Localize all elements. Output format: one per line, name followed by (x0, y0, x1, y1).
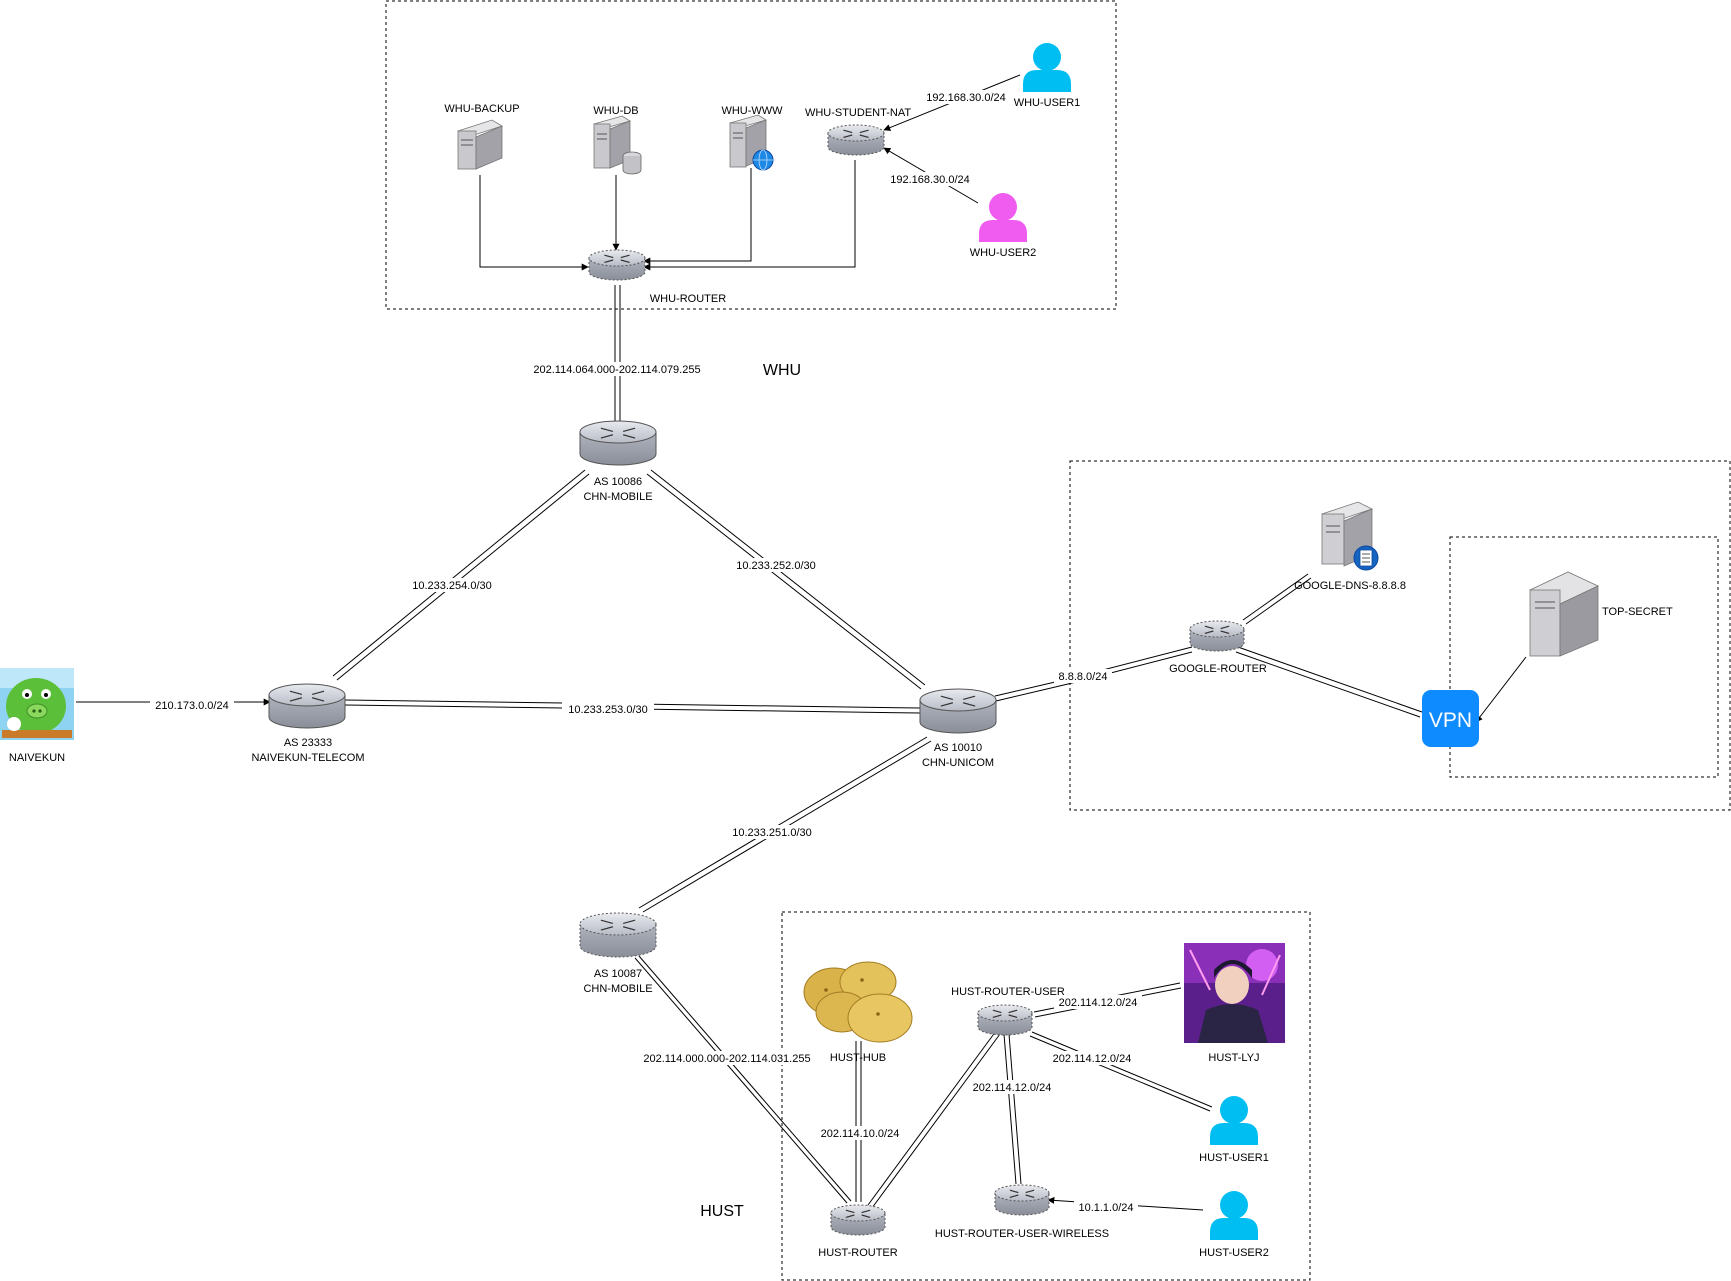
as10086-router-icon (579, 420, 657, 466)
hust-user2-icon (1210, 1191, 1258, 1240)
hust-router-user-icon (977, 1004, 1033, 1036)
hust-user1-label: HUST-USER1 (1199, 1152, 1269, 1164)
vpn-label: VPN (1429, 709, 1472, 732)
edge-user-wireless: 202.114.12.0/24 (973, 1082, 1052, 1094)
edge-user2-nat: 192.168.30.0/24 (890, 174, 970, 186)
whu-www-server-icon (729, 114, 774, 171)
whu-student-nat-router-icon (827, 124, 885, 156)
edge-mobile-telecom: 10.233.254.0/30 (412, 580, 492, 592)
hust-router-user-wireless-icon (994, 1184, 1050, 1216)
whu-www-label: WHU-WWW (721, 105, 783, 117)
as10010-router-icon (919, 688, 997, 734)
hust-lyj-label: HUST-LYJ (1208, 1052, 1259, 1064)
hust-user2-label: HUST-USER2 (1199, 1247, 1269, 1259)
as10010-label-b: CHN-UNICOM (922, 757, 994, 769)
as10087-label-a: AS 10087 (594, 968, 642, 980)
whu-router-label: WHU-ROUTER (650, 293, 726, 305)
hust-region-label: HUST (700, 1203, 744, 1220)
edge-unicom-mobile2: 10.233.251.0/30 (732, 827, 812, 839)
as23333-router-icon (268, 683, 346, 729)
naivekun-label: NAIVEKUN (9, 752, 65, 764)
edge-wireless-user2: 10.1.1.0/24 (1078, 1202, 1133, 1214)
node-labels: WHU-BACKUP WHU-DB WHU-WWW WHU-STUDENT-NA… (9, 97, 1673, 1259)
naivekun-avatar (0, 668, 74, 740)
hust-router-user-label: HUST-ROUTER-USER (951, 986, 1065, 998)
as10087-label-b: CHN-MOBILE (583, 983, 652, 995)
edge-user1-nat: 192.168.30.0/24 (926, 92, 1006, 104)
hust-hub-potato-image (802, 955, 913, 1043)
whu-user1-label: WHU-USER1 (1014, 97, 1081, 109)
arrow-links (76, 74, 1527, 1211)
whu-region-label: WHU (763, 362, 801, 379)
edge-whu-uplink: 202.114.064.000-202.114.079.255 (533, 364, 700, 376)
whu-user1-icon (1023, 43, 1071, 92)
whu-backup-label: WHU-BACKUP (444, 103, 519, 115)
edge-telecom-unicom: 10.233.253.0/30 (568, 704, 648, 716)
edge-mobile-unicom: 10.233.252.0/30 (736, 560, 816, 572)
hust-region-box (781, 911, 1311, 1281)
hust-lyj-avatar (1184, 943, 1285, 1043)
top-secret-server-icon (1529, 571, 1599, 657)
google-dns-server-icon (1320, 501, 1379, 571)
hust-router-icon (830, 1204, 886, 1236)
google-router-icon (1189, 620, 1245, 652)
whu-user2-icon (979, 193, 1027, 242)
top-secret-label: TOP-SECRET (1602, 606, 1673, 618)
whu-db-label: WHU-DB (593, 105, 638, 117)
google-router-label: GOOGLE-ROUTER (1169, 663, 1267, 675)
whu-db-server-icon (593, 115, 642, 175)
as10086-label-b: CHN-MOBILE (583, 491, 652, 503)
as23333-label-b: NAIVEKUN-TELECOM (251, 752, 364, 764)
edge-unicom-google: 8.8.8.0/24 (1059, 671, 1108, 683)
whu-user2-label: WHU-USER2 (970, 247, 1037, 259)
edge-user-user1: 202.114.12.0/24 (1053, 1053, 1132, 1065)
edge-labels: 192.168.30.0/24 192.168.30.0/24 202.114.… (150, 90, 1142, 1214)
google-region-box (1069, 460, 1731, 811)
edge-naivekun-telecom: 210.173.0.0/24 (155, 700, 228, 712)
hust-router-user-wireless-label: HUST-ROUTER-USER-WIRELESS (935, 1228, 1109, 1240)
google-dns-label: GOOGLE-DNS-8.8.8.8 (1294, 580, 1406, 592)
whu-student-nat-label: WHU-STUDENT-NAT (805, 107, 911, 119)
as10010-label-a: AS 10010 (934, 742, 982, 754)
edge-hub-router: 202.114.10.0/24 (821, 1128, 900, 1140)
hust-user1-icon (1210, 1096, 1258, 1145)
whu-region-box (385, 0, 1117, 310)
hust-router-label: HUST-ROUTER (818, 1247, 898, 1259)
top-secret-region-box (1449, 536, 1719, 778)
as23333-label-a: AS 23333 (284, 737, 332, 749)
whu-router-icon (588, 249, 646, 281)
links (332, 285, 1423, 1209)
vpn-icon: VPN (1422, 690, 1479, 747)
whu-backup-server-icon (457, 119, 503, 170)
as10087-router-icon (579, 912, 657, 958)
as10086-label-a: AS 10086 (594, 476, 642, 488)
edge-hust-uplink: 202.114.000.000-202.114.031.255 (643, 1053, 810, 1065)
edge-user-lyj: 202.114.12.0/24 (1059, 997, 1138, 1009)
hust-hub-label: HUST-HUB (830, 1052, 886, 1064)
